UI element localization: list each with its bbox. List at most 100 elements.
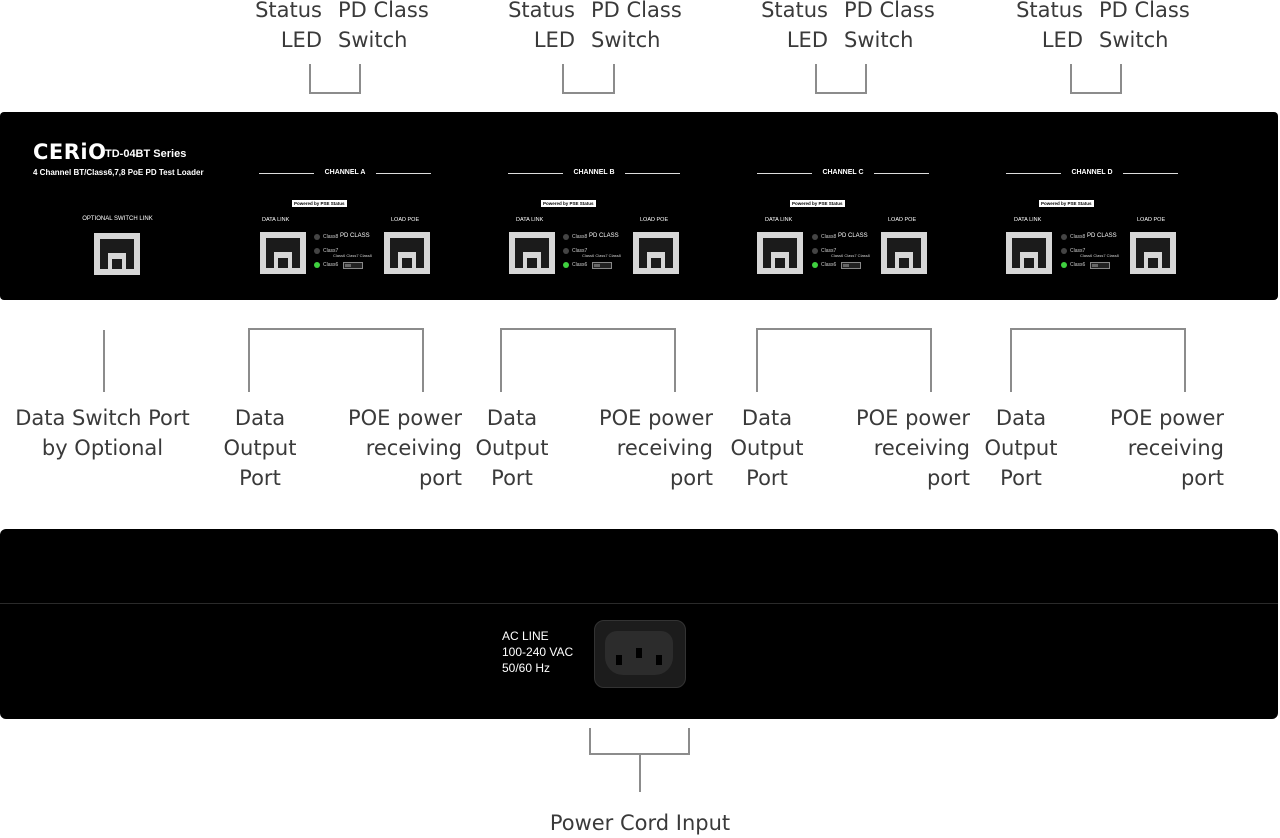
poe-receiving-port[interactable] — [384, 232, 430, 274]
class7-led-label: Class7 — [821, 248, 837, 254]
pd-class-switch[interactable] — [841, 262, 861, 269]
data-link-label: DATA LINK — [765, 217, 793, 223]
pd-class-switch-label: PD Class Switch — [591, 0, 682, 52]
pse-status-label: Powered by PSE Status — [292, 200, 347, 207]
poe-receiving-port-label: POE power receiving port — [1109, 406, 1224, 490]
pd-class-label: PD CLASS — [1087, 233, 1117, 239]
channel-title: CHANNEL A — [324, 169, 366, 176]
optional-port-label: Data Switch Port by Optional — [15, 406, 190, 460]
status-led-label: Status LED — [508, 0, 575, 52]
channel-title: CHANNEL C — [822, 169, 864, 176]
model-name: TD-04BT Series — [105, 148, 187, 160]
divider — [376, 173, 431, 174]
pse-status-label: Powered by PSE Status — [541, 200, 596, 207]
pd-class-switch[interactable] — [343, 262, 363, 269]
load-poe-label: LOAD POE — [1137, 217, 1166, 223]
data-output-port[interactable] — [1006, 232, 1052, 274]
class7-led-label: Class7 — [1070, 248, 1086, 254]
divider — [259, 173, 314, 174]
poe-receiving-port[interactable] — [881, 232, 927, 274]
pd-class-switch[interactable] — [1090, 262, 1110, 269]
leader-line — [103, 330, 105, 392]
data-link-label: DATA LINK — [516, 217, 544, 223]
class8-led-label: Class8 — [1070, 234, 1086, 240]
leader-line — [639, 754, 641, 792]
class8-led — [563, 234, 569, 240]
pse-status-label: Powered by PSE Status — [1039, 200, 1094, 207]
leader-bracket — [589, 728, 690, 755]
data-output-port[interactable] — [509, 232, 555, 274]
class6-led — [314, 262, 320, 268]
switch-position-labels: Class6 Class7 Class8 — [1080, 253, 1119, 258]
pd-class-label: PD CLASS — [589, 233, 619, 239]
class8-led-label: Class8 — [572, 234, 588, 240]
class7-led — [314, 248, 320, 254]
front-panel: CERiO TD-04BT Series 4 Channel BT/Class6… — [0, 112, 1278, 300]
leader-bracket — [562, 64, 615, 94]
product-subtitle: 4 Channel BT/Class6,7,8 PoE PD Test Load… — [33, 168, 204, 177]
pd-class-switch-label: PD Class Switch — [844, 0, 935, 52]
load-poe-label: LOAD POE — [888, 217, 917, 223]
divider — [1123, 173, 1178, 174]
data-output-port[interactable] — [757, 232, 803, 274]
panel-edge — [0, 603, 1278, 604]
leader-bracket — [756, 328, 932, 392]
class6-led — [563, 262, 569, 268]
switch-position-labels: Class6 Class7 Class8 — [582, 253, 621, 258]
pd-class-switch-label: PD Class Switch — [338, 0, 429, 52]
leader-bracket — [500, 328, 676, 392]
power-cord-input-label: Power Cord Input — [549, 811, 731, 835]
class7-led — [1061, 248, 1067, 254]
rear-panel: AC LINE 100-240 VAC 50/60 Hz — [0, 529, 1278, 719]
status-led-label: Status LED — [255, 0, 322, 52]
load-poe-label: LOAD POE — [391, 217, 420, 223]
switch-position-labels: Class6 Class7 Class8 — [333, 253, 372, 258]
divider — [757, 173, 812, 174]
class6-led — [1061, 262, 1067, 268]
divider — [874, 173, 929, 174]
class7-led-label: Class7 — [323, 248, 339, 254]
ac-line-label: AC LINE — [502, 629, 549, 643]
status-led-label: Status LED — [1016, 0, 1083, 52]
class8-led — [1061, 234, 1067, 240]
leader-bracket — [1010, 328, 1186, 392]
data-output-port-label: Data Output Port — [223, 406, 297, 490]
class7-led-label: Class7 — [572, 248, 588, 254]
divider — [508, 173, 563, 174]
pd-class-label: PD CLASS — [340, 233, 370, 239]
channel-title: CHANNEL D — [1071, 169, 1113, 176]
inlet-socket — [605, 631, 673, 675]
class7-led — [563, 248, 569, 254]
class8-led — [314, 234, 320, 240]
data-link-label: DATA LINK — [262, 217, 290, 223]
poe-receiving-port[interactable] — [1130, 232, 1176, 274]
leader-bracket — [309, 64, 361, 94]
poe-receiving-port-label: POE power receiving port — [598, 406, 713, 490]
class6-led-label: Class6 — [821, 262, 837, 268]
power-inlet[interactable] — [594, 620, 686, 688]
status-led-label: Status LED — [761, 0, 828, 52]
poe-receiving-port-label: POE power receiving port — [855, 406, 970, 490]
poe-receiving-port[interactable] — [633, 232, 679, 274]
frequency-label: 50/60 Hz — [502, 661, 551, 675]
class8-led — [812, 234, 818, 240]
data-output-port-label: Data Output Port — [730, 406, 804, 490]
pse-status-label: Powered by PSE Status — [790, 200, 845, 207]
divider — [1006, 173, 1061, 174]
class6-led-label: Class6 — [323, 262, 339, 268]
switch-position-labels: Class6 Class7 Class8 — [831, 253, 870, 258]
optional-switch-port[interactable] — [94, 233, 140, 275]
data-link-label: DATA LINK — [1014, 217, 1042, 223]
leader-bracket — [1070, 64, 1122, 94]
divider — [625, 173, 680, 174]
class6-led — [812, 262, 818, 268]
data-output-port[interactable] — [260, 232, 306, 274]
leader-bracket — [815, 64, 867, 94]
load-poe-label: LOAD POE — [640, 217, 669, 223]
pd-class-switch[interactable] — [592, 262, 612, 269]
pd-class-switch-label: PD Class Switch — [1099, 0, 1190, 52]
class8-led-label: Class8 — [323, 234, 339, 240]
class6-led-label: Class6 — [572, 262, 588, 268]
class6-led-label: Class6 — [1070, 262, 1086, 268]
leader-bracket — [248, 328, 424, 392]
